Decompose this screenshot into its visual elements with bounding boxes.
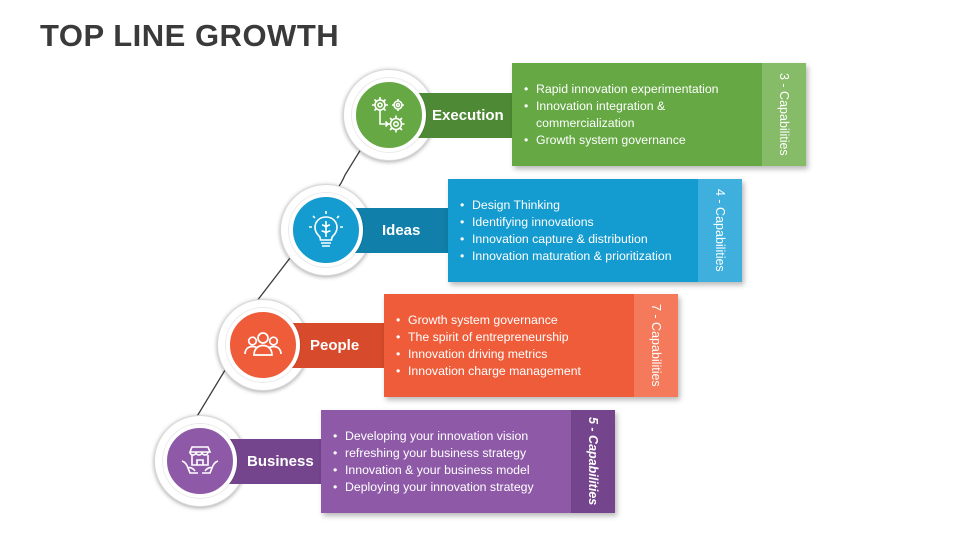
business-icon-disc	[163, 424, 237, 498]
people-label: People	[310, 337, 360, 354]
ideas-label: Ideas	[382, 222, 421, 239]
execution-label: Execution	[432, 107, 504, 124]
people-item: Innovation driving metrics	[394, 346, 634, 363]
execution-icon-disc	[352, 78, 426, 152]
execution-item: Growth system governance	[522, 132, 754, 149]
business-item: Developing your innovation vision	[331, 428, 571, 445]
execution-capability-count: 3 - Capabilities	[777, 73, 791, 156]
business-item: Innovation & your business model	[331, 462, 571, 479]
business-item: Deploying your innovation strategy	[331, 479, 571, 496]
ideas-item: Design Thinking	[458, 197, 698, 214]
business-capability-tab: 5 - Capabilities	[571, 410, 615, 513]
ideas-icon-disc	[289, 193, 363, 267]
execution-capability-tab: 3 - Capabilities	[762, 63, 806, 166]
people-item: Innovation charge management	[394, 363, 634, 380]
people-item: The spirit of entrepreneurship	[394, 329, 634, 346]
ideas-card: Design Thinking Identifying innovations …	[448, 179, 742, 282]
execution-card: Rapid innovation experimentation Innovat…	[512, 63, 806, 166]
business-label: Business	[247, 453, 314, 470]
execution-item: Innovation integration & commercializati…	[522, 98, 754, 132]
ideas-capability-count: 4 - Capabilities	[713, 189, 727, 272]
execution-item: Rapid innovation experimentation	[522, 81, 754, 98]
people-icon-disc	[226, 308, 300, 382]
slide-title: TOP LINE GROWTH	[40, 18, 340, 53]
people-item: Growth system governance	[394, 312, 634, 329]
ideas-capability-tab: 4 - Capabilities	[698, 179, 742, 282]
people-capability-tab: 7 - Capabilities	[634, 294, 678, 397]
ideas-item: Innovation maturation & prioritization	[458, 248, 698, 265]
ideas-item: Innovation capture & distribution	[458, 231, 698, 248]
lightbulb-brain-icon	[309, 211, 343, 247]
hands-shop-icon	[181, 446, 219, 474]
people-group-icon	[244, 332, 282, 356]
business-card: Developing your innovation vision refres…	[321, 410, 615, 513]
ideas-item: Identifying innovations	[458, 214, 698, 231]
people-card: Growth system governance The spirit of e…	[384, 294, 678, 397]
business-capability-count: 5 - Capabilities	[586, 417, 600, 506]
business-item: refreshing your business strategy	[331, 445, 571, 462]
people-capability-count: 7 - Capabilities	[649, 304, 663, 387]
gears-process-icon	[372, 97, 405, 133]
